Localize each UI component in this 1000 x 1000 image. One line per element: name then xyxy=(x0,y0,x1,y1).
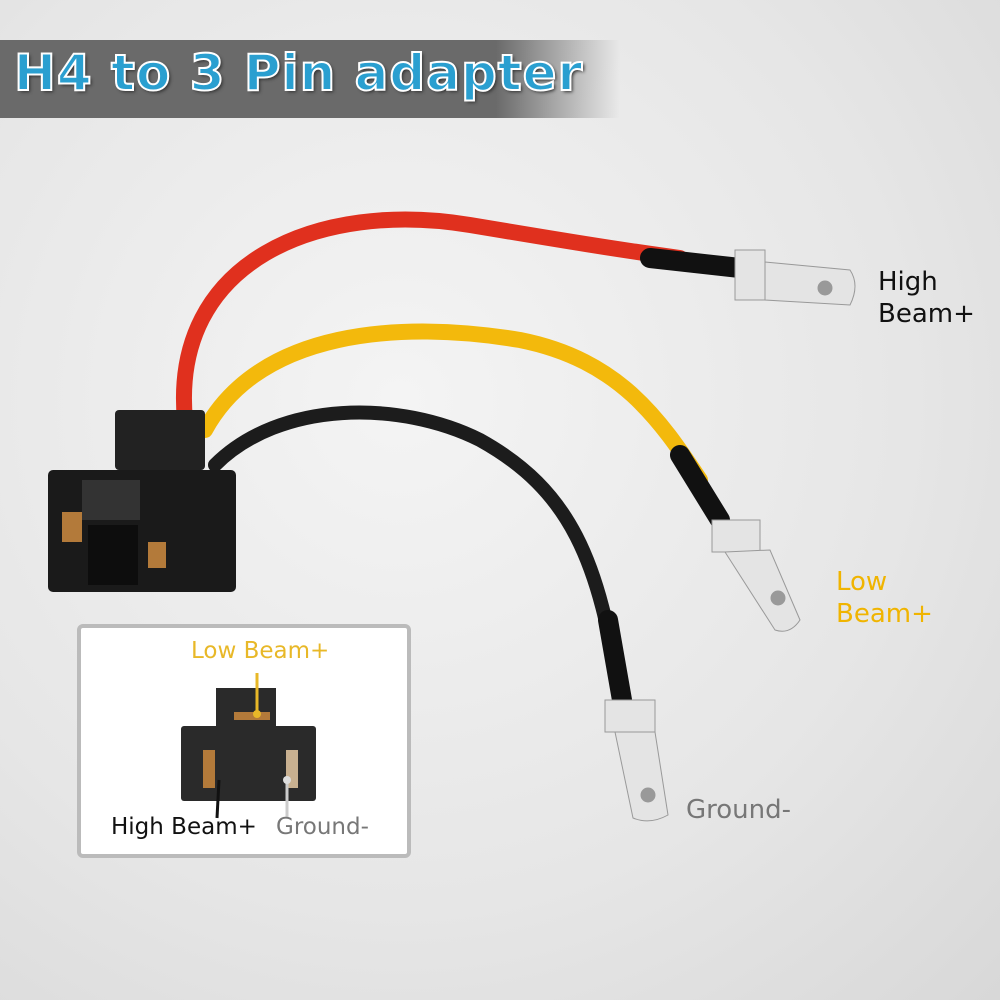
yellow-wire xyxy=(197,323,708,488)
black-wire xyxy=(208,405,627,707)
high-beam-label-line2: Beam+ xyxy=(878,299,975,329)
terminal-high xyxy=(734,249,856,306)
ground-label: Ground- xyxy=(686,795,792,825)
inset-low-beam-label: Low Beam+ xyxy=(191,638,330,664)
inset-high-beam-label: High Beam+ xyxy=(111,814,257,840)
page-title: H4 to 3 Pin adapter xyxy=(13,43,584,103)
terminal-low xyxy=(711,519,801,632)
title-banner xyxy=(0,40,620,118)
high-beam-label: High Beam+ xyxy=(878,266,975,330)
low-beam-label: Low Beam+ xyxy=(836,566,933,630)
terminal-ground xyxy=(604,699,669,822)
high-beam-label-line1: High xyxy=(878,267,938,297)
inset-connector-diagram xyxy=(181,673,316,819)
low-beam-label-line1: Low xyxy=(836,567,888,597)
low-beam-label-line2: Beam+ xyxy=(836,599,933,629)
h4-connector xyxy=(48,410,236,592)
inset-ground-label: Ground- xyxy=(276,814,369,840)
pinout-inset: Low Beam+ High Beam+ Ground- xyxy=(77,624,411,858)
red-wire xyxy=(175,211,688,428)
